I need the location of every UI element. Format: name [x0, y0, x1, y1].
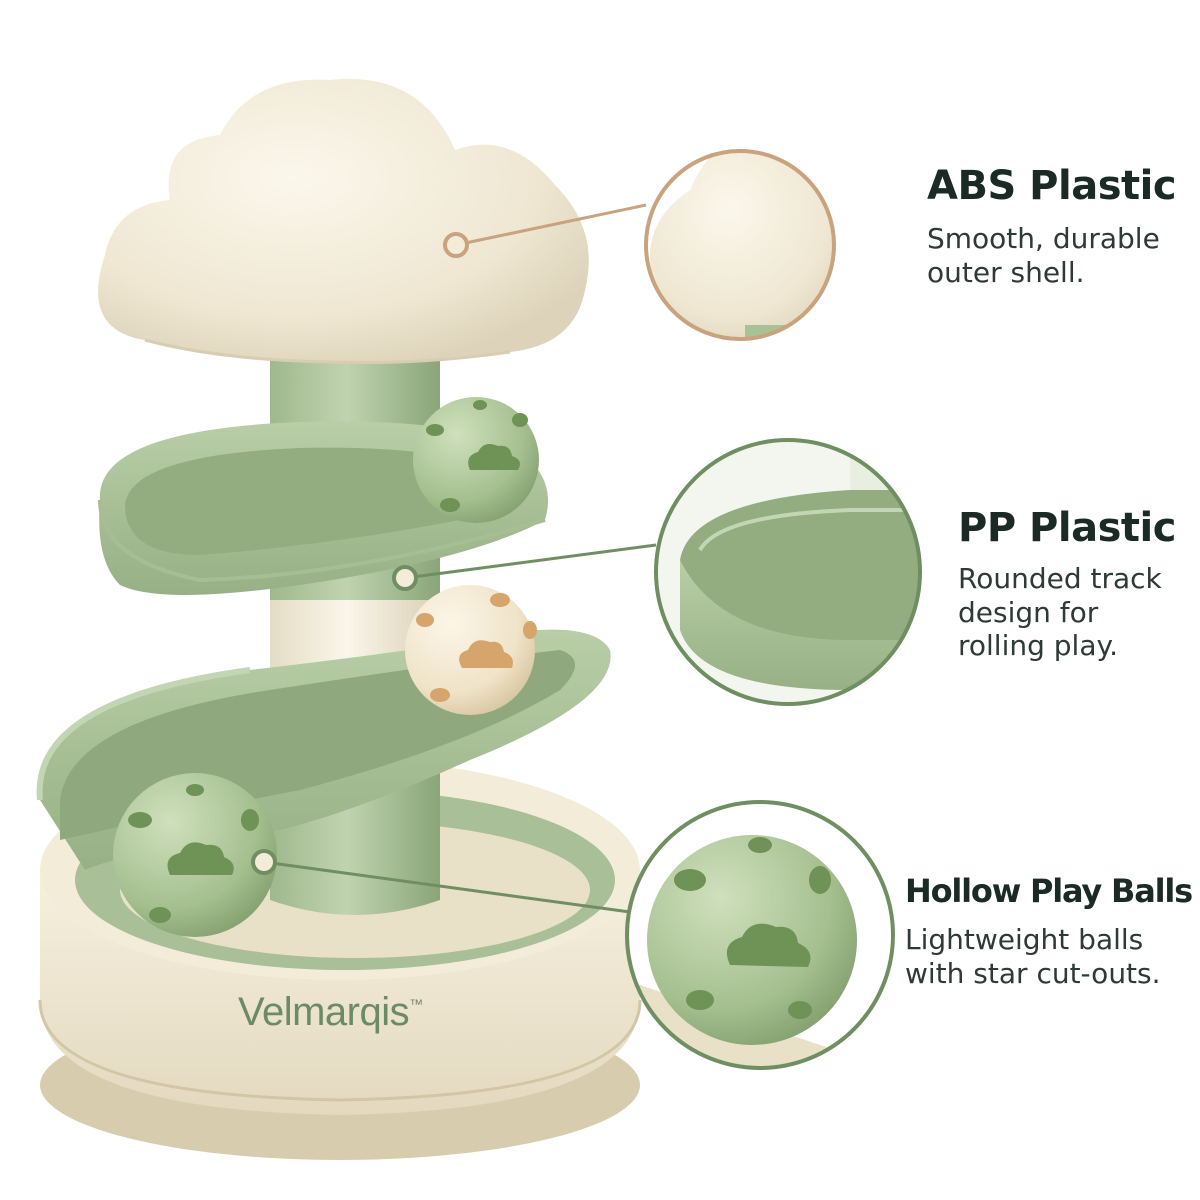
feature-desc-balls: Lightweight balls with star cut-outs.	[905, 923, 1161, 990]
green-ball-bottom	[113, 773, 277, 937]
callout-pp-plastic	[392, 438, 922, 706]
cream-ball	[405, 585, 537, 715]
callout-hollow-play-balls	[251, 800, 895, 1070]
cloud-top	[98, 78, 589, 365]
green-ball-top	[413, 397, 539, 523]
brand-logo: Velmarqis™	[238, 990, 423, 1035]
feature-title-pp: PP Plastic	[958, 505, 1176, 551]
feature-title-abs: ABS Plastic	[927, 163, 1177, 209]
callout-abs-plastic	[443, 149, 836, 341]
brand-name: Velmarqis	[238, 990, 410, 1034]
feature-title-balls: Hollow Play Balls	[905, 872, 1193, 910]
trademark-symbol: ™	[409, 996, 423, 1012]
feature-desc-abs: Smooth, durable outer shell.	[927, 222, 1160, 289]
feature-desc-pp: Rounded track design for rolling play.	[958, 562, 1162, 663]
